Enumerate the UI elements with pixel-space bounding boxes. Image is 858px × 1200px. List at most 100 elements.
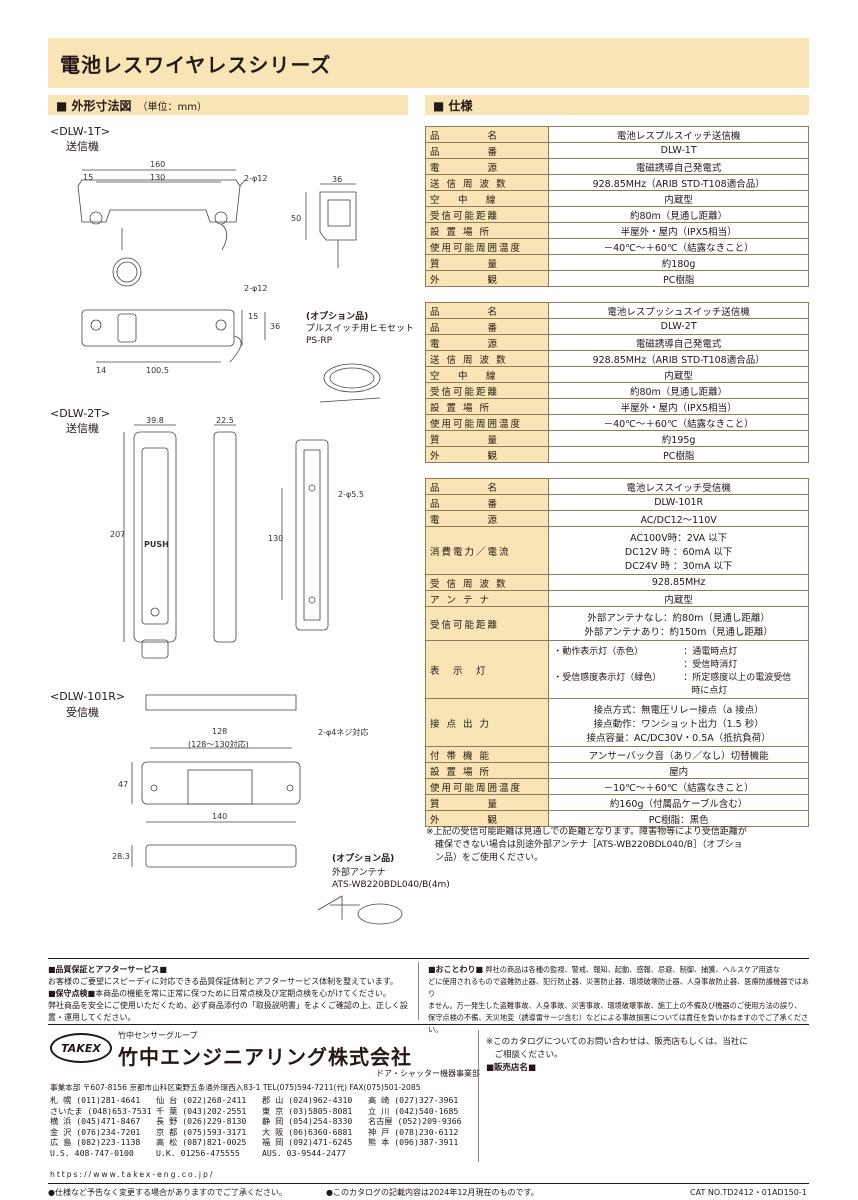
office-entry: 高 松 (087)821-0025 — [156, 1137, 247, 1148]
option1-code: PS-RP — [306, 336, 333, 346]
dim-128: 128 — [212, 727, 228, 736]
spec1-val: 928.85MHz（ARIB STD-T108適合品） — [548, 174, 809, 191]
page-title: 電池レスワイヤレスシリーズ — [60, 53, 332, 77]
dim-15: 15 — [83, 173, 94, 182]
takex-logo: TAKEX — [50, 1033, 112, 1063]
dim-398: 39.8 — [146, 416, 164, 425]
spec1-key: 質 量 — [424, 254, 550, 271]
dim-130: 130 — [150, 173, 166, 182]
office-entry: 長 野 (026)229-8130 — [156, 1116, 247, 1127]
dim-207: 207 — [110, 530, 126, 539]
dim-47: 47 — [118, 780, 129, 789]
company-hq: 事業本部 〒607-8156 京都市山科区東野五条通外環西入83-1 TEL(0… — [50, 1083, 421, 1092]
spec2-val: 内蔵型 — [548, 366, 809, 383]
spec3-key: 表 示 灯 — [424, 640, 550, 699]
dlw2t-name: 送信機 — [66, 422, 99, 435]
spec3-val: 内蔵型 — [548, 590, 809, 607]
dim-1005: 100.5 — [146, 366, 169, 375]
dim-section-unit: （単位：mm） — [137, 102, 208, 113]
spec3-key: 消費電力／電流 — [424, 526, 550, 575]
spec1-val: PC樹脂 — [548, 270, 809, 287]
company-name: 竹中エンジニアリング株式会社 — [118, 1045, 412, 1069]
dim-130b: 130 — [268, 534, 284, 543]
spec1-key: 電 源 — [424, 158, 550, 175]
footer-divider-2 — [478, 1030, 479, 1162]
office-entry: 金 沢 (076)234-7201 — [50, 1126, 141, 1137]
spec1-val: 電池レスプルスイッチ送信機 — [548, 126, 809, 143]
dim-screw: 2-φ4ネジ対応 — [318, 728, 369, 737]
dlw1t-name: 送信機 — [66, 140, 99, 153]
notice-head: ■おことわり■ — [428, 965, 484, 974]
option1-desc: プルスイッチ用ヒモセット — [306, 324, 415, 334]
spec3-val: 接点方式：無電圧リレー接点（a 接点）接点動作：ワンショット出力（1.5 秒）接… — [548, 698, 809, 747]
option1-head: (オプション品) — [306, 312, 369, 322]
contact-capacity: 接点容量：AC/DC30V・0.5A（抵抗負荷） — [586, 732, 771, 744]
office-entry: 東 京 (03)5805-8081 — [262, 1105, 353, 1116]
notice-block: ■おことわり■ 弊社の商品は各種の監視、警戒、報知、起動、感報、忌避、制御、捕獲… — [428, 964, 810, 1036]
footer-rule — [48, 958, 809, 959]
spec2-key: 外 観 — [424, 446, 550, 463]
dim-phi12a: 2-φ12 — [244, 174, 268, 183]
website-link[interactable]: https://www.takex-eng.co.jp/ — [50, 1170, 215, 1179]
spec-section-label: ■ 仕様 — [433, 99, 473, 113]
spec3-val: DLW-101R — [548, 494, 809, 511]
notice-line: 弊社の商品は各種の監視、警戒、報知、起動、感報、忌避、制御、捕獲、ヘルスケア用途… — [485, 965, 781, 974]
office-entry: 静 岡 (054)254-8330 — [262, 1116, 353, 1127]
warranty-head: ■品質保証とアフターサービス■ — [48, 965, 167, 974]
footer-divider — [418, 962, 419, 1020]
office-entry: 郡 山 (024)962-4310 — [262, 1095, 353, 1105]
title-banner: 電池レスワイヤレスシリーズ — [48, 38, 809, 88]
dim-50: 50 — [291, 214, 302, 223]
spec3-key: 使用可能周囲温度 — [424, 778, 550, 795]
spec1-key: 受信可能距離 — [424, 206, 550, 223]
spec1-val: 半屋外・屋内（IPX5相当） — [548, 222, 809, 239]
office-entry: U.K. 01256-475555 — [156, 1147, 240, 1158]
spec3-val: ・動作表示灯（赤色）：通電時点灯 ：受信時消灯 ・受信感度表示灯（緑色）：所定感… — [548, 640, 809, 699]
notice-line: 保守点検の不備、天災地変（誘導雷サージ含む）などによる事故損害については責任を負… — [428, 1013, 809, 1034]
dim-phi12b: 2-φ12 — [244, 284, 268, 293]
bottom-rule — [48, 1183, 809, 1184]
spec3-val: 電池レススイッチ受信機 — [548, 478, 809, 495]
led-red-on: ：通電時点灯 — [683, 646, 738, 657]
footer-rule-2 — [48, 1024, 809, 1025]
spec1-val: 約180g — [548, 254, 809, 271]
spec1-key: 送 信 周 波 数 — [424, 174, 550, 191]
office-entry: 千 葉 (043)202-2551 — [156, 1105, 247, 1116]
led-green: ・受信感度表示灯（緑色） — [553, 672, 662, 683]
spec1-val: 電磁誘導自己発電式 — [548, 158, 809, 175]
inquiry-text: ※このカタログについてのお問い合わせは、販売店もしくは、当社に — [486, 1037, 748, 1047]
spec3-key: 接 点 出 力 — [424, 698, 550, 747]
power-dc12: DC12V 時 ：60mA 以下 — [624, 546, 733, 558]
office-entry: 名古屋 (052)209-9366 — [368, 1116, 462, 1127]
office-entry — [368, 1148, 474, 1159]
office-entry: 神 戸 (078)230-6112 — [368, 1126, 459, 1137]
spec2-val: 電池レスプッシュスイッチ送信機 — [548, 302, 809, 319]
spec2-val: 電磁誘導自己発電式 — [548, 334, 809, 351]
spec1-key: 品 番 — [424, 142, 550, 159]
option2-desc: 外部アンテナ — [332, 868, 386, 878]
spec2-key: 質 量 — [424, 430, 550, 447]
dim-283: 28.3 — [112, 852, 130, 861]
led-red: ・動作表示灯（赤色） — [553, 646, 644, 657]
office-entry: 大 阪 (06)6360-6881 — [262, 1126, 353, 1137]
maintenance-head: ■保守点検■ — [48, 989, 96, 998]
spec1-key: 使用可能周囲温度 — [424, 238, 550, 255]
spec2-val: 半屋外・屋内（IPX5相当） — [548, 398, 809, 415]
spec3-key: 品 名 — [424, 478, 550, 495]
power-ac: AC100V時：2VA 以下 — [630, 532, 728, 544]
contact-action: 接点動作：ワンショット出力（1.5 秒） — [593, 718, 764, 730]
office-entry: 立 川 (042)540-1685 — [368, 1105, 459, 1116]
spec2-key: 使用可能周囲温度 — [424, 414, 550, 431]
company-group: 竹中センサーグループ — [118, 1031, 198, 1040]
led-green-desc2: 時に点灯 — [691, 685, 728, 696]
spec3-key: 外 観 — [424, 810, 550, 827]
spec2-key: 受信可能距離 — [424, 382, 550, 399]
spec3-val: PC樹脂：黒色 — [548, 810, 809, 827]
led-red-off: ：受信時消灯 — [683, 659, 738, 670]
